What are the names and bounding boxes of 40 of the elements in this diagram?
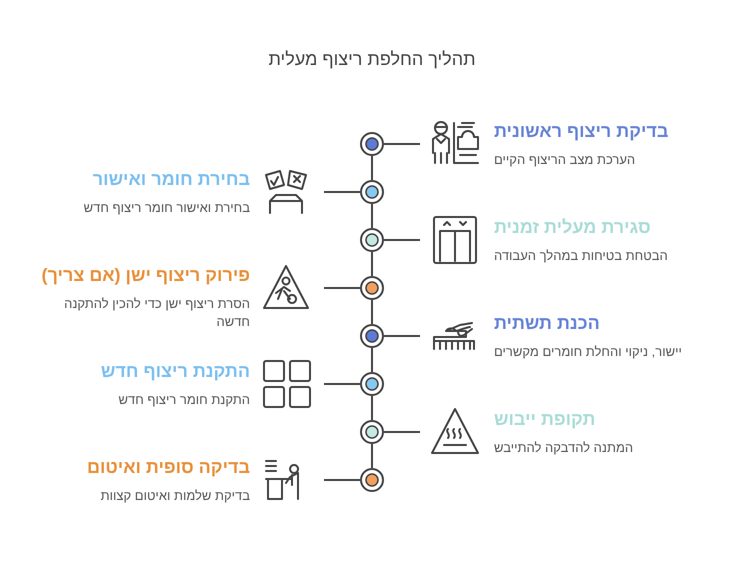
step-title: בדיקת ריצוף ראשונית [494,121,668,142]
timeline-circle [360,420,384,444]
connector-line [324,191,360,193]
step-title: התקנת ריצוף חדש [100,361,250,382]
connector-line [324,287,360,289]
step-description: יישור, ניקוי והחלת חומרים מקשרים [494,343,682,361]
step-title: תקופת ייבוש [494,409,596,430]
timeline-circle [360,468,384,492]
timeline-circle [360,276,384,300]
connector-line [371,156,373,180]
step-description: בחירת ואישור חומר ריצוף חדש [82,199,250,217]
connector-line [371,348,373,372]
step-description: בדיקת שלמות ואיטום קצוות [100,487,250,505]
connector-line [324,383,360,385]
step-description: הערכת מצב הריצוף הקיים [494,151,636,169]
step-title: פירוק ריצוף ישן (אם צריך) [42,265,250,286]
connector-line [371,300,373,324]
connector-line [384,431,420,433]
step-description: התקנת חומר ריצוף חדש [118,391,250,409]
timeline-circle [360,324,384,348]
connector-line [371,252,373,276]
connector-line [384,143,420,145]
step-description: המתנה להדבקה להתייבש [494,439,634,457]
step-description: הבטחת בטיחות במהלך העבודה [494,247,668,265]
step-title: בדיקה סופית ואיטום [86,457,250,478]
connector-line [371,396,373,420]
connector-line [324,479,360,481]
step-description: הסרת ריצוף ישן כדי להכין להתקנה חדשה [63,295,250,331]
timeline-circle [360,132,384,156]
timeline-circle [360,180,384,204]
timeline-circle [360,372,384,396]
diagram-title: תהליך החלפת ריצוף מעלית [267,49,477,70]
step-title: בחירת חומר ואישור [92,169,250,190]
connector-line [371,444,373,468]
connector-line [371,204,373,228]
step-title: סגירת מעלית זמנית [494,217,651,238]
step-title: הכנת תשתית [494,313,600,334]
timeline-circle [360,228,384,252]
connector-line [384,335,420,337]
connector-line [384,239,420,241]
